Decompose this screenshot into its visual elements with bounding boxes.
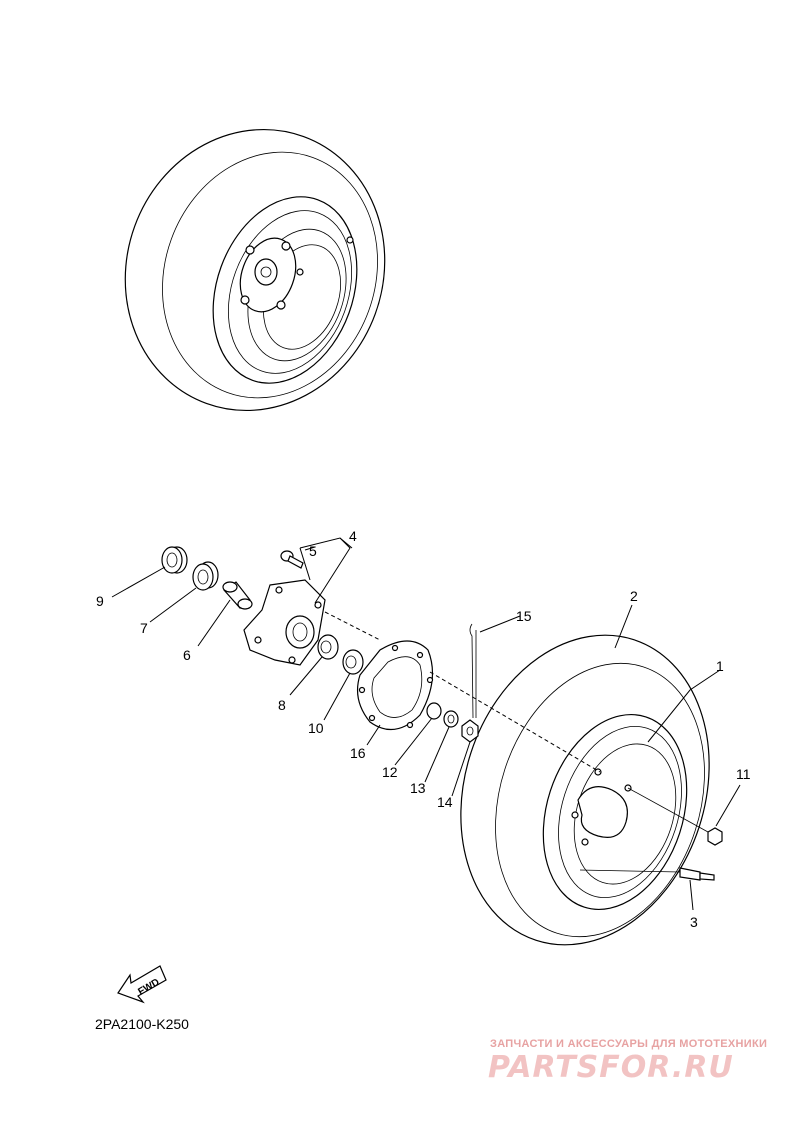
callout-13: 13 [410, 780, 426, 796]
tire-and-rim [460, 634, 710, 946]
part-14-nut [461, 719, 479, 743]
callout-4: 4 [349, 528, 357, 544]
part-9-bearing [161, 546, 188, 574]
part-16-plate [357, 640, 434, 731]
part-10-seal [342, 649, 364, 675]
leader-lines [111, 537, 741, 911]
callout-11: 11 [736, 766, 751, 782]
part-8-bearing [317, 634, 339, 660]
callout-6: 6 [183, 647, 191, 663]
callout-1: 1 [716, 658, 724, 674]
part-15-cotter-pin [469, 623, 477, 719]
callout-9: 9 [96, 593, 104, 609]
watermark-subtitle: ЗАПЧАСТИ И АКСЕССУАРЫ ДЛЯ МОТОТЕХНИКИ [490, 1038, 768, 1050]
callout-3: 3 [690, 914, 698, 930]
part-4-hub [243, 579, 326, 666]
callout-12: 12 [382, 764, 398, 780]
callout-10: 10 [308, 720, 324, 736]
callout-16: 16 [350, 745, 366, 761]
part-6-spacer [222, 581, 253, 610]
callout-5: 5 [309, 543, 317, 559]
part-11-nut [707, 827, 723, 846]
callout-labels: 9 7 6 5 4 8 10 16 12 13 14 15 2 1 11 3 [96, 528, 751, 930]
part-13-washer [443, 710, 459, 728]
part-7-bearing [192, 561, 219, 591]
diagram-code: 2PA2100-K250 [95, 1016, 189, 1032]
part-3-valve [679, 867, 715, 881]
callout-15: 15 [516, 608, 532, 624]
callout-14: 14 [437, 794, 453, 810]
watermark-brand: PARTSFOR.RU [488, 1050, 734, 1085]
callout-8: 8 [278, 697, 286, 713]
callout-2: 2 [630, 588, 638, 604]
assembly-lines [324, 611, 709, 873]
part-12-collar [426, 702, 442, 720]
fwd-arrow-icon: FWD [117, 965, 167, 1004]
part-5-bolt [280, 550, 304, 569]
callout-7: 7 [140, 620, 148, 636]
assembled-wheel [124, 128, 386, 412]
